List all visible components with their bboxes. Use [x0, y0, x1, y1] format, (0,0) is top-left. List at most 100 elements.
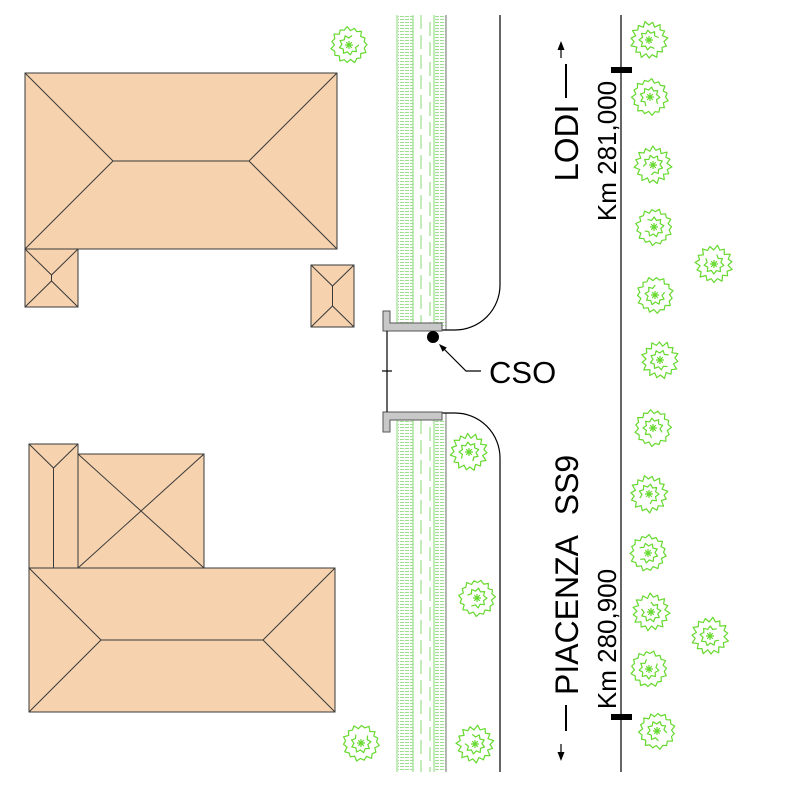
culvert	[382, 310, 443, 433]
tree-center-mark	[706, 632, 714, 640]
building-south-main	[28, 567, 336, 713]
tree-crown-inner	[644, 216, 665, 238]
tree-crown	[694, 244, 733, 284]
roof-lines	[24, 72, 338, 250]
building-south-narrow	[28, 443, 79, 569]
tree-icon	[458, 579, 497, 618]
tree-crown-inner	[638, 483, 660, 505]
cso-leader-line	[439, 344, 481, 372]
roof-lines	[77, 453, 205, 569]
tree-crown-inner	[642, 417, 664, 439]
tree-crown-inner	[644, 284, 666, 306]
tree-crown	[342, 724, 380, 762]
chainage-tick-south	[611, 714, 632, 720]
tree-crown	[630, 475, 669, 514]
tree-crown-inner	[649, 349, 669, 371]
tree-crown-inner	[350, 734, 372, 754]
tree-center-mark	[645, 490, 653, 498]
tree-icon	[632, 592, 671, 632]
tree-crown-inner	[639, 542, 659, 564]
cso-point-icon	[427, 331, 439, 343]
tree-icon	[637, 712, 676, 750]
arrow-up-icon	[557, 41, 565, 50]
roof-lines	[24, 248, 79, 308]
building-north-shed	[310, 264, 355, 328]
tree-crown-inner	[703, 254, 725, 275]
tree-center-mark	[646, 93, 654, 101]
tree-icon	[449, 432, 488, 471]
tree-crown	[630, 650, 668, 688]
tree-center-mark	[473, 594, 481, 602]
arrow-down-icon	[557, 752, 565, 761]
tree-crown	[637, 712, 676, 750]
road-curb-north	[442, 15, 501, 331]
tree-icon	[330, 26, 368, 64]
tree-crown	[455, 724, 495, 764]
building-south-square	[77, 453, 205, 569]
tree-crown	[330, 26, 368, 64]
tree-icon	[455, 724, 495, 764]
tree-crown	[636, 277, 674, 314]
tree-icon	[691, 616, 729, 655]
road-verge-north	[396, 15, 447, 330]
tree-crown	[635, 208, 673, 246]
verge-hatch-right	[434, 420, 446, 772]
road-verge-south	[396, 413, 447, 772]
tree-icon	[630, 650, 668, 688]
chainage-label-south: Km 280,900	[592, 569, 622, 709]
chainage-label-north: Km 281,000	[592, 81, 622, 221]
building-north-main	[24, 72, 338, 250]
tree-icon	[636, 277, 674, 314]
tree-center-mark	[357, 739, 365, 747]
roof-lines	[28, 567, 336, 713]
tree-crown	[630, 78, 669, 116]
tree-crown	[629, 533, 667, 572]
tree-crown	[634, 409, 673, 448]
tree-crown-inner	[638, 659, 660, 680]
road-name-label: SS9	[549, 455, 585, 515]
roof-lines	[310, 264, 355, 328]
tree-crown-inner	[639, 86, 661, 107]
tree-crown-inner	[641, 601, 662, 623]
tree-icon	[641, 341, 679, 380]
vegetation	[330, 20, 733, 764]
tree-center-mark	[647, 608, 655, 616]
tree-icon	[342, 724, 380, 762]
tree-crown	[632, 592, 671, 632]
tree-icon	[634, 409, 673, 448]
tree-center-mark	[656, 356, 664, 364]
tree-crown-inner	[464, 733, 486, 755]
tree-icon	[630, 20, 669, 59]
verge-hatch-left	[398, 420, 413, 772]
direction-label-north: LODI	[548, 104, 585, 181]
verge-hatch-left	[398, 15, 413, 328]
building-footprint	[310, 264, 355, 328]
culvert-head-south	[382, 411, 443, 433]
tree-icon	[694, 244, 733, 284]
tree-crown-inner	[338, 35, 360, 56]
tree-center-mark	[645, 36, 653, 44]
road-curb-south	[442, 412, 501, 772]
culvert-head-north	[382, 310, 443, 332]
tree-center-mark	[710, 260, 718, 268]
tree-center-mark	[649, 424, 657, 432]
chainage-tick-north	[611, 67, 632, 73]
tree-center-mark	[651, 291, 659, 299]
tree-center-mark	[653, 727, 661, 735]
direction-label-south: PIACENZA	[549, 534, 585, 695]
tree-crown-inner	[642, 154, 664, 176]
tree-crown	[458, 579, 497, 618]
tree-crown	[449, 432, 488, 471]
tree-crown-inner	[646, 720, 668, 742]
tree-crown-inner	[699, 625, 720, 647]
cso-leader-arrowhead	[439, 344, 447, 352]
tree-icon	[629, 533, 667, 572]
tree-crown	[641, 341, 679, 380]
tree-center-mark	[471, 740, 479, 748]
tree-icon	[633, 145, 673, 185]
roof-lines	[28, 443, 79, 568]
tree-center-mark	[649, 161, 657, 169]
tree-crown	[630, 20, 669, 59]
building-north-annex	[24, 248, 79, 308]
